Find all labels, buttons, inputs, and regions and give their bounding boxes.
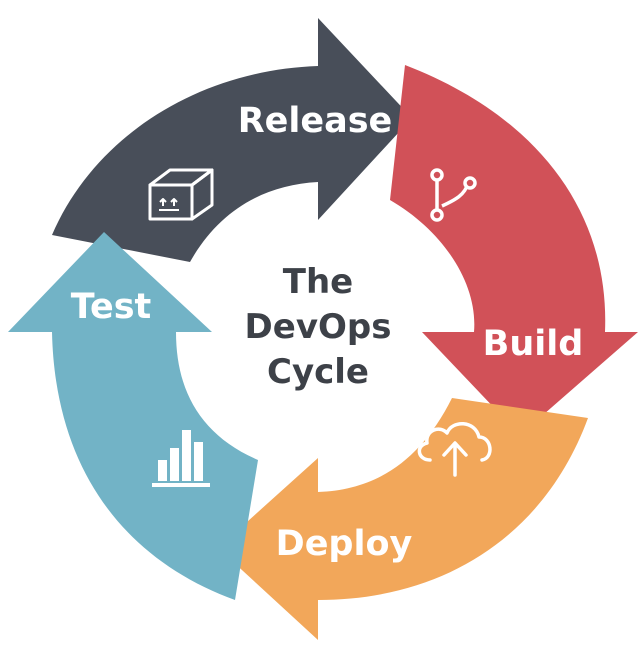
center-title-line-1: The bbox=[283, 262, 353, 302]
deploy-arrow bbox=[218, 398, 588, 640]
bar-chart-icon bbox=[152, 430, 210, 487]
test-arrow bbox=[8, 232, 258, 600]
branch-icon bbox=[430, 168, 477, 222]
box-icon bbox=[148, 168, 214, 221]
release-arrow bbox=[52, 18, 412, 262]
test-label: Test bbox=[71, 287, 152, 327]
center-title-line-3: Cycle bbox=[267, 352, 369, 392]
release-label: Release bbox=[238, 101, 393, 141]
build-label: Build bbox=[483, 324, 584, 364]
center-title-line-2: DevOps bbox=[245, 307, 392, 347]
cloud-upload-icon bbox=[417, 422, 492, 477]
build-arrow bbox=[390, 65, 638, 435]
deploy-label: Deploy bbox=[276, 524, 413, 564]
